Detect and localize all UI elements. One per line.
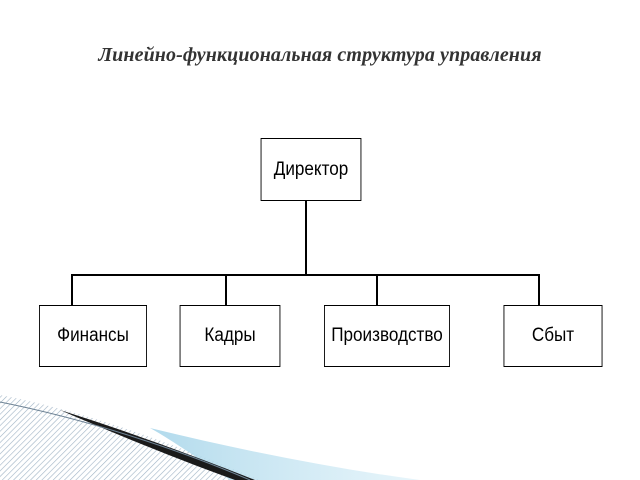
org-node-label: Кадры — [204, 325, 256, 346]
connector-line-finance — [71, 274, 73, 306]
org-node-sales: Сбыт — [503, 305, 603, 367]
org-node-label: Директор — [273, 158, 349, 180]
org-node-label: Производство — [331, 325, 443, 346]
org-node-personnel: Кадры — [179, 305, 281, 367]
decorative-swoosh — [0, 395, 420, 480]
org-node-finance: Финансы — [39, 305, 147, 367]
connector-line-sales — [538, 274, 540, 306]
org-node-label: Финансы — [57, 325, 129, 346]
connector-line-personnel — [225, 274, 227, 306]
slide-title: Линейно-функциональная структура управле… — [98, 44, 542, 66]
connector-line-production — [376, 274, 378, 306]
horizontal-bus-line — [71, 274, 539, 276]
org-node-label: Сбыт — [531, 325, 575, 346]
org-node-production: Производство — [324, 305, 450, 367]
swoosh-thin-line — [0, 401, 251, 480]
org-node-director: Директор — [260, 138, 362, 201]
root-connector-line — [305, 200, 307, 275]
